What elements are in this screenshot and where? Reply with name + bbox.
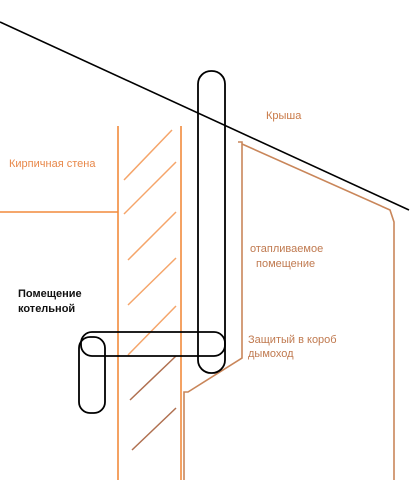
roof-line xyxy=(0,21,410,211)
boiler-flue-connection xyxy=(78,336,106,414)
brick-wall-label: Кирпичная стена xyxy=(9,158,96,170)
heated-room-label-line1: отапливаемое xyxy=(250,243,324,255)
chimney-label-line1: Защитый в короб xyxy=(248,334,337,346)
wall-hatching xyxy=(123,129,177,356)
heated-room-label-line2: помещение xyxy=(256,258,316,270)
wall-hatching-dark xyxy=(129,355,177,451)
boiler-room-label-line2: котельной xyxy=(18,303,76,315)
chimney-label-line2: дымоход xyxy=(248,348,294,360)
heated-room-roofline xyxy=(241,143,395,480)
roof-label: Крыша xyxy=(266,110,302,122)
chimney-horizontal-pipe xyxy=(80,331,226,357)
heated-room-outline xyxy=(183,141,243,480)
chimney-vertical-pipe xyxy=(197,70,226,374)
boiler-room-label-line1: Помещение xyxy=(18,288,82,300)
